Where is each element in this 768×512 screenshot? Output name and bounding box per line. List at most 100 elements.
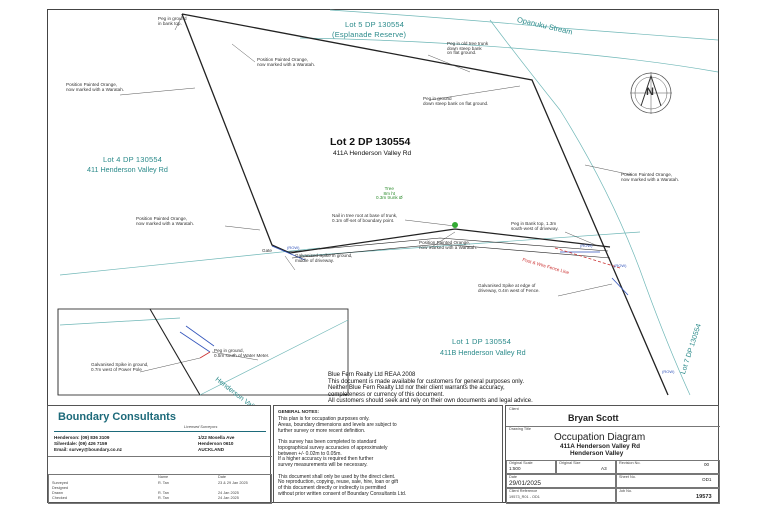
stream-lines bbox=[59, 9, 719, 396]
history-row-1-0: Designed bbox=[52, 486, 69, 490]
north-arrow bbox=[630, 72, 672, 114]
note-peg-bank-top: Peg in ground in bank top. bbox=[158, 16, 187, 26]
scale-label: Original Scale bbox=[509, 461, 533, 465]
history-row-2-2: 24 Jan 2025 bbox=[218, 491, 239, 495]
lot4-name: Lot 4 DP 130554 bbox=[103, 155, 163, 164]
history-row-3-1: R. Tan bbox=[158, 496, 169, 500]
job-value: 19573 bbox=[696, 494, 712, 500]
revision-cell bbox=[616, 460, 720, 474]
general-notes-heading: GENERAL NOTES: bbox=[278, 409, 320, 414]
lot4-sub: 411 Henderson Valley Rd bbox=[87, 165, 168, 174]
history-header-1: Name bbox=[158, 475, 169, 479]
disclaimer-line-2: This document is made available for cust… bbox=[328, 378, 524, 385]
note-peg-tree-trunk: Peg in old tree trunk down steep bank on… bbox=[447, 41, 489, 56]
note-peg-bank-top-2: Peg in Bank top, 1.3m south-west of driv… bbox=[511, 221, 559, 231]
client-name: Bryan Scott bbox=[568, 413, 619, 423]
note-spike-driveway: Galvanised Spike in ground, middle of dr… bbox=[295, 253, 353, 263]
contact-3: Email: survey@boundary.co.nz bbox=[54, 447, 122, 452]
note-spike-fence: Galvanised Spike at edge of driveway, 0.… bbox=[478, 283, 540, 293]
lot1-sub: 411B Henderson Valley Rd bbox=[440, 348, 526, 357]
disclaimer-line-4: completeness or currency of this documen… bbox=[328, 391, 445, 398]
disclaimer-line-5: All customers should seek and rely on th… bbox=[328, 398, 533, 405]
general-notes-text: This plan is for occupation purposes onl… bbox=[278, 416, 407, 497]
driveway-lines bbox=[287, 237, 611, 259]
row-label-1: (ROW) bbox=[287, 245, 300, 250]
size-value: A3 bbox=[601, 466, 607, 471]
history-row-2-0: Drawn bbox=[52, 491, 63, 495]
disclaimer: Blue Fern Realty Ltd REAA 2008 This docu… bbox=[328, 372, 533, 405]
lot-2-boundary bbox=[181, 13, 669, 396]
history-row-0-1: R. Tan bbox=[158, 481, 169, 485]
lot1-name: Lot 1 DP 130554 bbox=[452, 337, 512, 346]
note-peg-steep-bank: Peg in ground down steep bank on flat gr… bbox=[423, 96, 489, 106]
company-name: Boundary Consultants bbox=[58, 411, 176, 423]
sheet-value: OD1 bbox=[702, 477, 712, 482]
revision-label: Revision No. bbox=[619, 461, 641, 465]
drawing-title: Occupation Diagram bbox=[554, 432, 646, 443]
note-painted-orange-right: Position Painted Orange, now marked with… bbox=[621, 172, 680, 182]
file-label: Client Reference bbox=[509, 489, 538, 493]
size-label: Original Size bbox=[559, 461, 581, 465]
history-row-0-0: Surveyed bbox=[52, 481, 69, 485]
file-cell bbox=[506, 488, 616, 504]
disclaimer-line-3: Neither Blue Fern Realty Ltd nor their c… bbox=[328, 385, 505, 392]
job-cell bbox=[616, 488, 720, 504]
client-label: Client bbox=[509, 407, 519, 411]
drawing-address: 411A Henderson Valley Rd bbox=[560, 443, 641, 450]
drawing-title-label: Drawing Title bbox=[509, 427, 531, 431]
history-row-3-2: 24 Jan 2025 bbox=[218, 496, 239, 500]
note-painted-orange-left: Position Painted Orange, now marked with… bbox=[136, 216, 195, 226]
lot5-name: Lot 5 DP 130554 bbox=[345, 20, 405, 29]
note-painted-orange-2: Position Painted Orange, now marked with… bbox=[66, 82, 125, 92]
fence-line bbox=[554, 247, 621, 269]
contact-2: Silverdale: (09) 426 7159 bbox=[54, 441, 108, 446]
address-1: 1/22 Mosella Ave bbox=[198, 435, 235, 440]
scale-cell bbox=[506, 460, 556, 474]
note-gate: Gate bbox=[262, 248, 272, 253]
address-2: Henderson 0610 bbox=[198, 441, 234, 446]
revision-value: 00 bbox=[704, 462, 710, 467]
date-cell bbox=[506, 474, 616, 488]
history-row-2-1: R. Tan bbox=[158, 491, 169, 495]
date-value: 29/01/2025 bbox=[509, 480, 541, 487]
drawing-area: Henderson Valley bbox=[570, 450, 624, 457]
row-label-3: (ROW) bbox=[614, 263, 627, 268]
scale-value: 1:500 bbox=[509, 466, 521, 471]
row-label-4: (ROW) bbox=[662, 369, 675, 374]
note-peg-water-meter: Peg in ground, 0.5m south of Water Meter… bbox=[214, 348, 270, 358]
north-label: N bbox=[646, 86, 654, 98]
contact-1: Henderson: (09) 836 3109 bbox=[54, 435, 110, 440]
title-block: Boundary Consultants Licensed Surveyors … bbox=[47, 405, 720, 504]
lot2-sub: 411A Henderson Valley Rd bbox=[333, 150, 412, 157]
drawing-info-box: Client Bryan Scott Drawing Title Occupat… bbox=[505, 405, 720, 504]
date-label: Date bbox=[509, 475, 518, 479]
note-tree: Tree 8m ht 0.3m trunk Ø bbox=[376, 186, 403, 201]
disclaimer-line-1: Blue Fern Realty Ltd REAA 2008 bbox=[328, 372, 416, 378]
sheet-cell bbox=[616, 474, 720, 488]
note-nail-tree-root: Nail in tree root at base of trunk, 0.1m… bbox=[332, 213, 398, 223]
note-painted-orange-1: Position Painted Orange, now marked with… bbox=[257, 57, 316, 67]
job-label: Job No. bbox=[619, 489, 633, 493]
history-table bbox=[48, 474, 272, 504]
file-value: 19573_R01 - OD1 bbox=[509, 495, 540, 499]
row-markers bbox=[179, 245, 629, 353]
history-row-3-0: Checked bbox=[52, 496, 67, 500]
size-cell bbox=[556, 460, 616, 474]
history-row-0-2: 23 & 29 Jan 2025 bbox=[218, 481, 248, 485]
company-box: Boundary Consultants Licensed Surveyors … bbox=[47, 405, 272, 504]
history-header-2: Date bbox=[218, 475, 227, 479]
note-painted-orange-mid: Position Painted Orange, now marked with… bbox=[419, 240, 478, 250]
tree-symbol bbox=[452, 222, 458, 228]
row-label-2: (ROW) bbox=[580, 243, 593, 248]
sheet-label: Sheet No. bbox=[619, 475, 636, 479]
address-3: AUCKLAND bbox=[198, 447, 225, 452]
note-spike-power-pole: Galvanised Spike in ground, 0.7m west of… bbox=[91, 362, 149, 372]
inset-boundary bbox=[149, 308, 201, 396]
lot2-name: Lot 2 DP 130554 bbox=[330, 136, 411, 148]
general-notes-box: GENERAL NOTES: This plan is for occupati… bbox=[273, 405, 503, 503]
inset-frame bbox=[57, 308, 349, 396]
lot5-sub: (Esplanade Reserve) bbox=[332, 30, 407, 39]
leader-lines bbox=[119, 15, 633, 373]
company-tagline: Licensed Surveyors bbox=[184, 425, 218, 429]
